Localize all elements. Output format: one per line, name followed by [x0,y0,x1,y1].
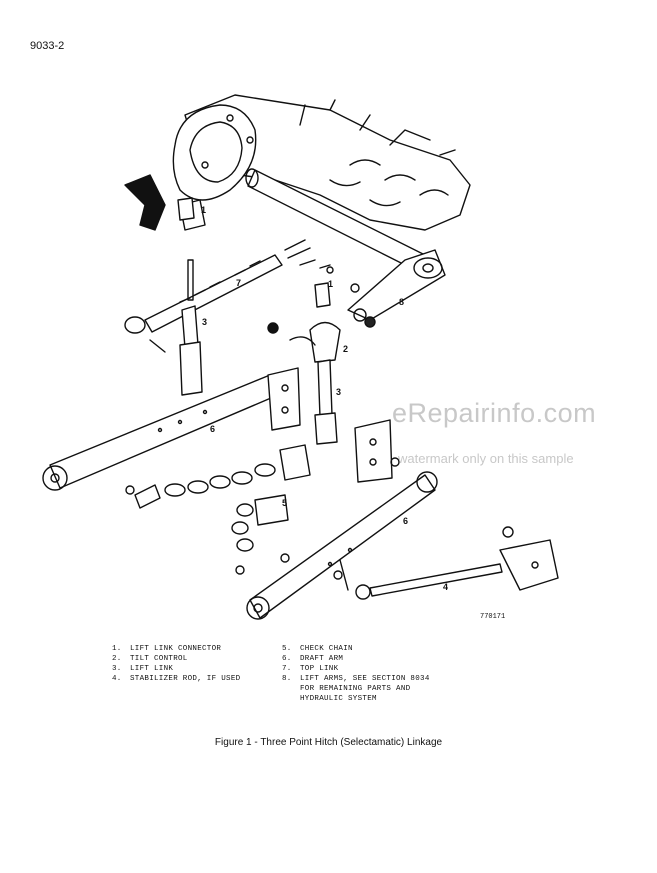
figure-caption: Figure 1 - Three Point Hitch (Selectamat… [214,737,443,748]
rear-axle-housing [172,94,471,231]
legend-item: 4. STABILIZER ROD, IF USED [112,674,280,684]
legend-num: 4. [112,675,122,683]
tilt-control [267,321,341,363]
legend-text: FOR REMAINING PARTS AND [300,685,411,693]
watermark-note: watermark only on this sample [398,451,574,466]
legend-item: 7. TOP LINK [282,664,450,674]
legend-left-column: 1. LIFT LINK CONNECTOR 2. TILT CONTROL 3. L… [112,644,280,684]
legend-text: CHECK CHAIN [300,645,353,653]
callout-3: 3 [202,317,207,327]
legend-num: 7. [282,665,292,673]
check-chain [125,444,311,575]
callout-8: 8 [399,297,404,307]
callout-7: 7 [236,278,241,288]
legend-text: LIFT LINK CONNECTOR [130,645,222,653]
watermark-site: eRepairinfo.com [392,398,597,428]
legend-text: STABILIZER ROD, IF USED [130,675,241,683]
page-number: 9033-2 [30,40,65,52]
legend-text: TILT CONTROL [130,655,188,663]
legend-right-column: 5. CHECK CHAIN 6. DRAFT ARM 7. TOP LINK 8. L… [282,644,450,704]
lift-link-left [179,259,203,396]
callout-5: 5 [282,498,287,508]
draft-arm-left [42,367,301,491]
lift-link-connector [177,197,360,308]
legend-item: 2. TILT CONTROL [112,654,280,664]
legend-text: TOP LINK [300,665,339,673]
callouts: 1 1 2 3 3 4 5 6 6 7 8 [201,205,448,592]
top-link [124,239,331,353]
stabilizer-rod [333,526,559,600]
legend-text: DRAFT ARM [300,655,344,663]
legend-item: 6. DRAFT ARM [282,654,450,664]
legend-num: 8. [282,675,292,683]
lift-arm-right [347,249,446,328]
legend-text: HYDRAULIC SYSTEM [300,695,377,703]
hitch-linkage-illustration: 1 1 2 3 3 4 5 6 6 7 8 [42,94,559,620]
callout-4: 4 [443,582,448,592]
legend-item-continuation: HYDRAULIC SYSTEM [282,694,450,704]
callout-6b: 6 [403,516,408,526]
callout-3b: 3 [336,387,341,397]
legend-item: 5. CHECK CHAIN [282,644,450,654]
legend-num: 5. [282,645,292,653]
callout-1: 1 [201,205,206,215]
legend-item-continuation: FOR REMAINING PARTS AND [282,684,450,694]
callout-6: 6 [210,424,215,434]
legend-text: LIFT LINK [130,665,174,673]
lift-link-right [314,359,338,445]
figure-code: 770171 [480,613,506,621]
legend-num: 3. [112,665,122,673]
legend-item: 1. LIFT LINK CONNECTOR [112,644,280,654]
callout-2: 2 [343,344,348,354]
legend-num: 2. [112,655,122,663]
legend-num: 6. [282,655,292,663]
legend-text: LIFT ARMS, SEE SECTION 8034 [300,675,430,683]
legend-item: 3. LIFT LINK [112,664,280,674]
legend-num: 1. [112,645,122,653]
legend-item: 8. LIFT ARMS, SEE SECTION 8034 [282,674,450,684]
draft-arm-right [246,419,438,620]
callout-1b: 1 [328,279,333,289]
